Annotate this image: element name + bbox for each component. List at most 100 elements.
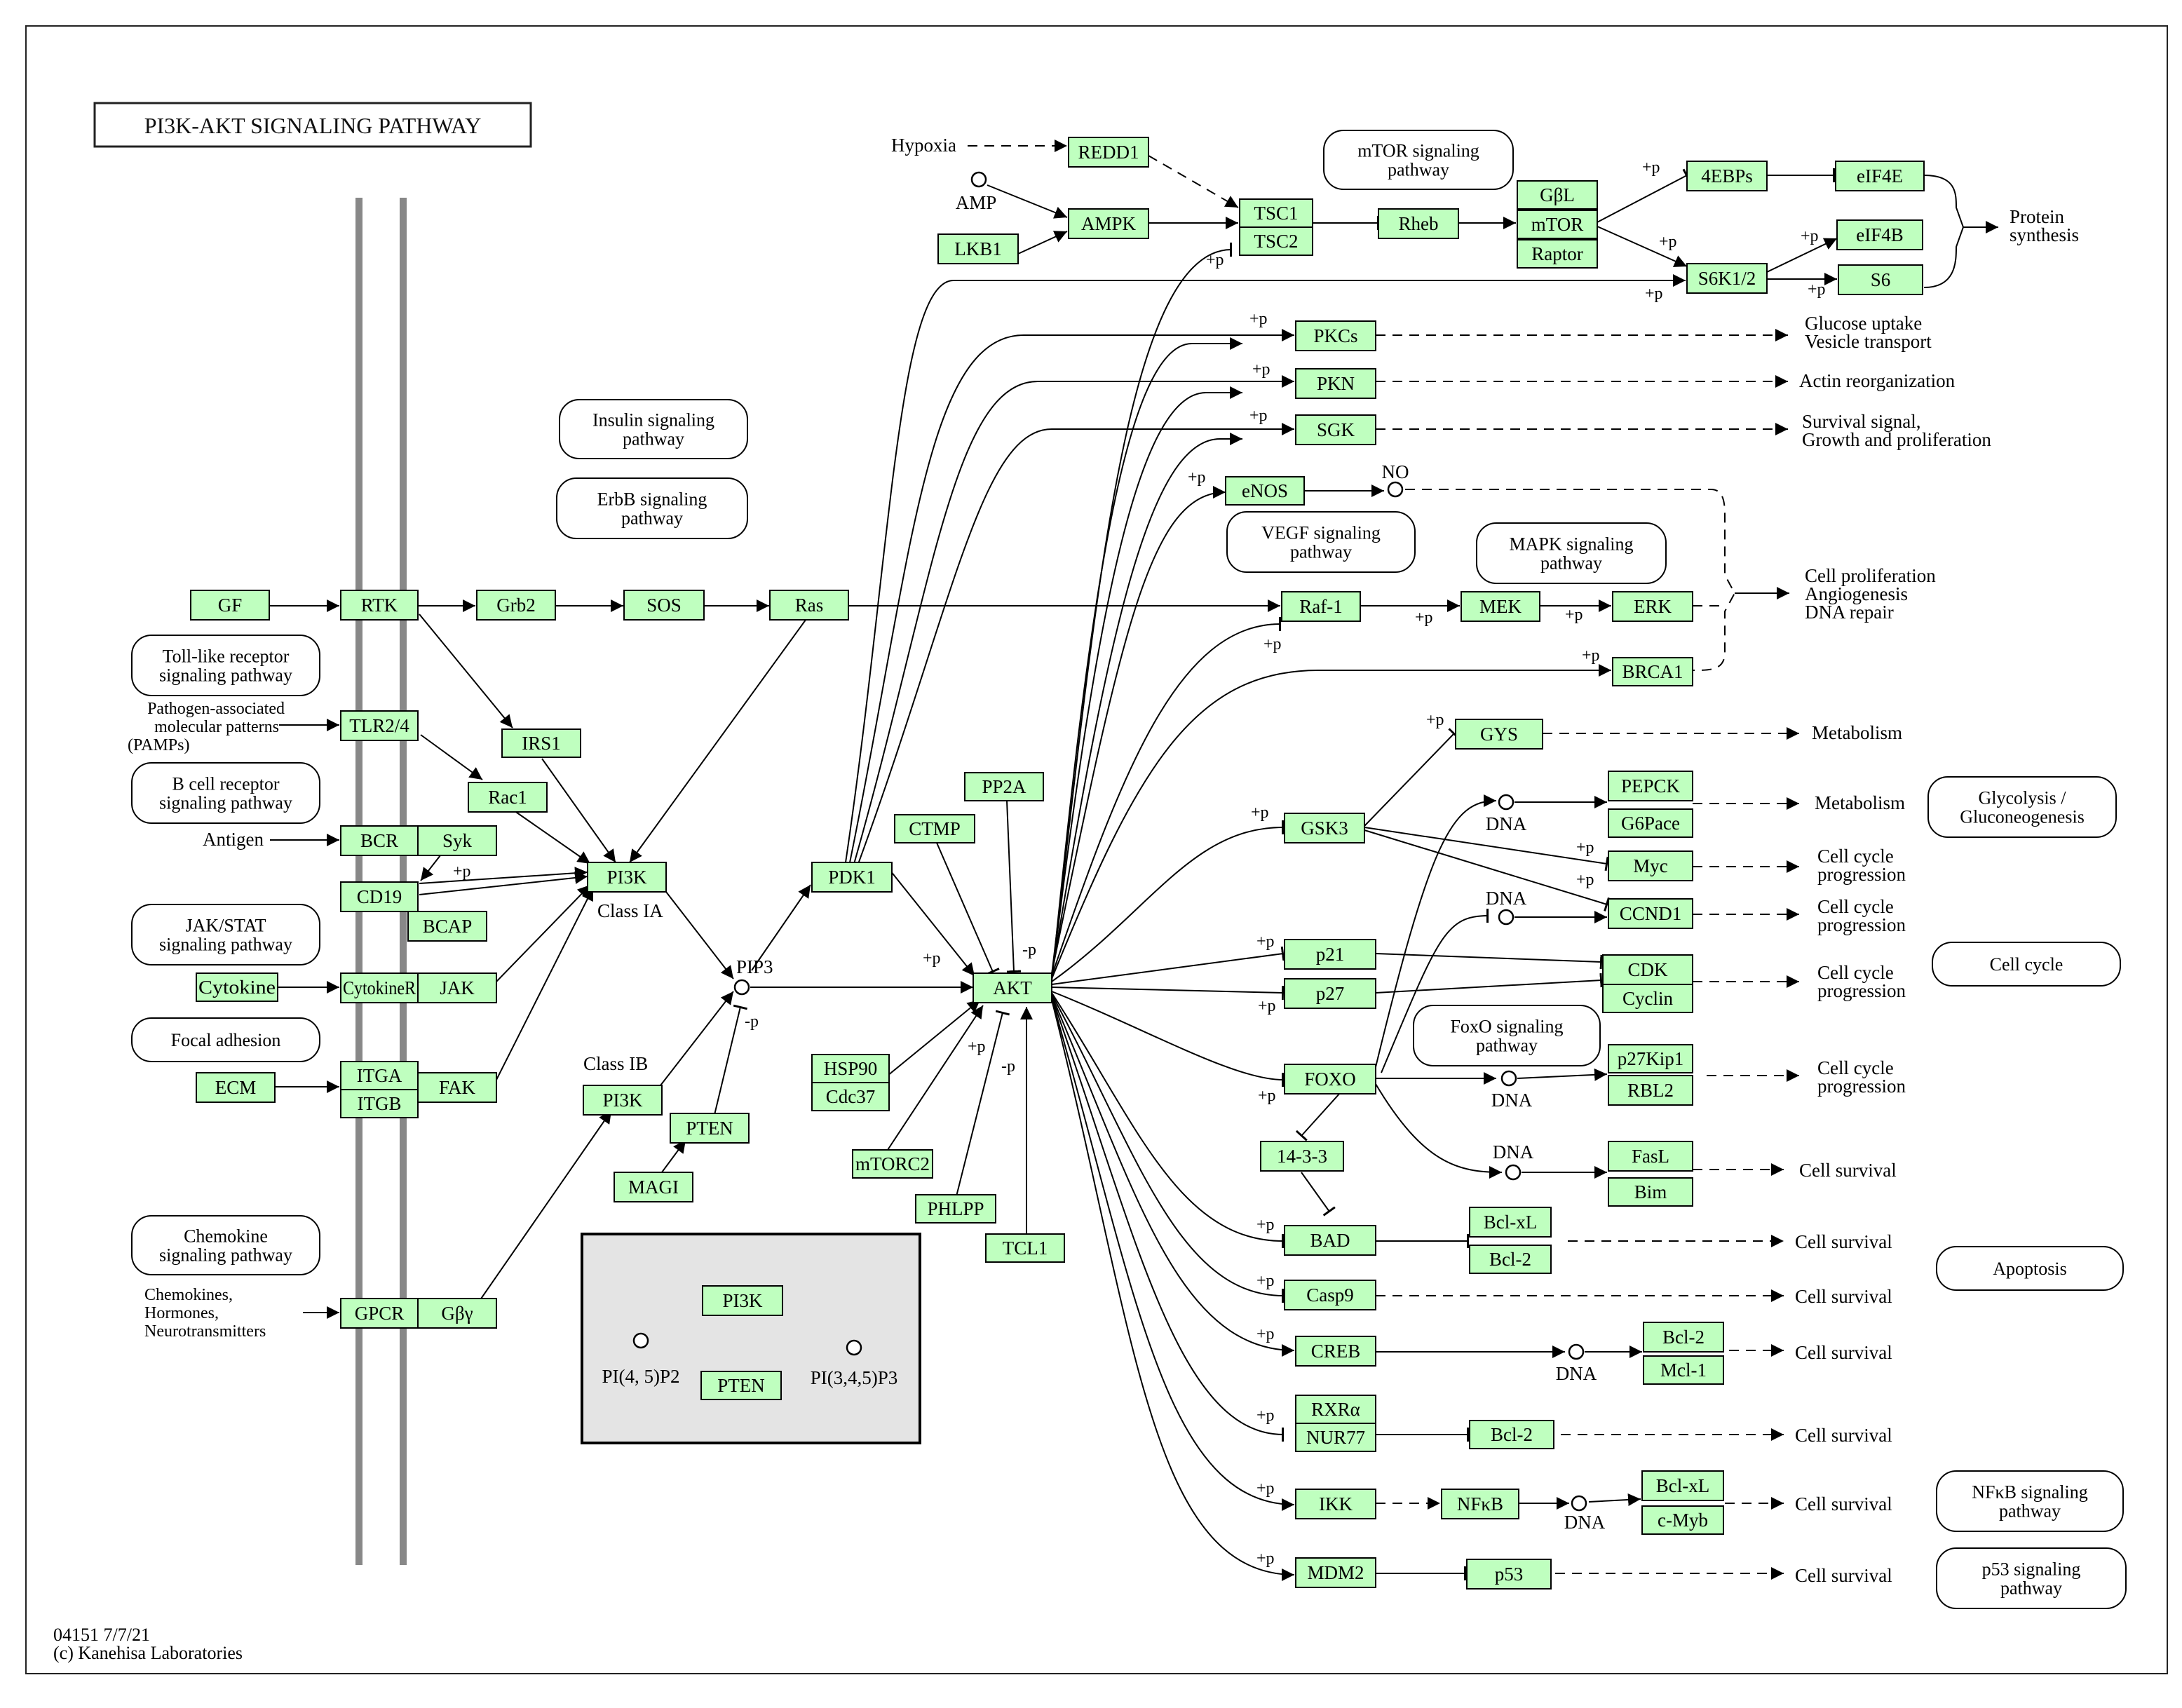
gene-magi[interactable]: MAGI [614,1172,693,1202]
gene-gbl[interactable]: GβL [1517,180,1598,210]
gene-bad[interactable]: BAD [1284,1225,1376,1256]
gene-mek[interactable]: MEK [1461,591,1540,622]
gene-4ebps[interactable]: 4EBPs [1686,161,1768,191]
gene-bcl21[interactable]: Bcl-2 [1469,1245,1552,1274]
gene-ccnd1[interactable]: CCND1 [1608,898,1693,929]
gene-ecm[interactable]: ECM [196,1072,276,1103]
gene-p21[interactable]: p21 [1284,939,1376,970]
gene-hsp90[interactable]: HSP90 [811,1054,890,1083]
gene-raf1[interactable]: Raf-1 [1281,591,1361,622]
gene-bcl23[interactable]: Bcl-2 [1469,1420,1554,1449]
gene-gpcr[interactable]: GPCR [340,1298,419,1329]
gene-raptor[interactable]: Raptor [1517,239,1598,269]
gene-sgk[interactable]: SGK [1295,414,1376,445]
gene-gby[interactable]: Gβγ [417,1298,497,1329]
gene-sos[interactable]: SOS [623,590,705,621]
gene-pkn[interactable]: PKN [1295,368,1376,399]
gene-s6[interactable]: S6 [1838,264,1923,295]
gene-pepck[interactable]: PEPCK [1608,771,1693,801]
gene-erk[interactable]: ERK [1612,591,1693,622]
gene-gf[interactable]: GF [190,590,270,621]
gene-itgb[interactable]: ITGB [340,1089,419,1118]
gene-tsc2[interactable]: TSC2 [1239,226,1313,256]
gene-pten1[interactable]: PTEN [670,1113,750,1144]
gene-p27kip1[interactable]: p27Kip1 [1608,1044,1693,1073]
gene-foxo[interactable]: FOXO [1284,1064,1376,1094]
gene-s6k12[interactable]: S6K1/2 [1686,263,1768,294]
gene-pp2a[interactable]: PP2A [964,772,1044,801]
gene-fasl[interactable]: FasL [1608,1141,1693,1172]
gene-mcl1[interactable]: Mcl-1 [1643,1355,1724,1385]
gene-eif4e[interactable]: eIF4E [1835,161,1925,191]
gene-mdm2[interactable]: MDM2 [1295,1557,1376,1588]
gene-1433[interactable]: 14-3-3 [1260,1141,1344,1172]
gene-fak[interactable]: FAK [417,1072,497,1103]
gene-pi3k1[interactable]: PI3K [587,862,667,893]
gene-tcl1[interactable]: TCL1 [985,1233,1065,1263]
gene-ampk[interactable]: AMPK [1068,208,1149,239]
gene-p53[interactable]: p53 [1466,1559,1552,1590]
pathway-link-apoptosis[interactable]: Apoptosis [1936,1246,2124,1291]
gene-cdc37[interactable]: Cdc37 [811,1082,890,1111]
gene-syk[interactable]: Syk [417,825,497,856]
gene-pi3k3[interactable]: PI3K [702,1285,783,1316]
gene-bclxl1[interactable]: Bcl-xL [1469,1207,1552,1238]
gene-cytokine[interactable]: Cytokine [196,972,278,1002]
gene-bclxl2[interactable]: Bcl-xL [1641,1470,1724,1501]
gene-akt[interactable]: AKT [973,972,1052,1003]
gene-tlr24[interactable]: TLR2/4 [340,710,419,741]
gene-irs1[interactable]: IRS1 [501,728,581,758]
gene-rtk[interactable]: RTK [340,590,419,621]
gene-ctmp[interactable]: CTMP [894,814,975,843]
gene-rheb[interactable]: Rheb [1378,208,1459,239]
gene-lkb1[interactable]: LKB1 [937,233,1019,264]
gene-cdk[interactable]: CDK [1602,954,1693,985]
gene-bim[interactable]: Bim [1608,1177,1693,1207]
gene-creb[interactable]: CREB [1295,1336,1376,1367]
pathway-link-glyco[interactable]: Glycolysis /Gluconeogenesis [1927,776,2117,838]
pathway-link-cellcycle[interactable]: Cell cycle [1932,942,2121,987]
gene-mtor[interactable]: mTOR [1517,210,1598,239]
gene-ikk[interactable]: IKK [1295,1489,1376,1519]
gene-rxra[interactable]: RXRα [1295,1395,1376,1424]
gene-redd1[interactable]: REDD1 [1068,137,1149,168]
gene-grb2[interactable]: Grb2 [476,590,556,621]
pathway-link-focal[interactable]: Focal adhesion [131,1017,320,1062]
gene-pten2[interactable]: PTEN [700,1371,782,1400]
gene-enos[interactable]: eNOS [1225,476,1305,506]
gene-pi3k2[interactable]: PI3K [583,1085,663,1116]
gene-pkcs[interactable]: PKCs [1295,320,1376,351]
gene-nfkb[interactable]: NFκB [1441,1489,1519,1519]
gene-g6pace[interactable]: G6Pace [1608,808,1693,838]
gene-myc[interactable]: Myc [1608,850,1693,881]
gene-bcl22[interactable]: Bcl-2 [1643,1322,1724,1353]
gene-gsk3[interactable]: GSK3 [1284,813,1365,843]
gene-mtorc2[interactable]: mTORC2 [852,1149,933,1179]
gene-rbl2[interactable]: RBL2 [1608,1075,1693,1106]
gene-eif4b[interactable]: eIF4B [1836,219,1923,250]
gene-casp9[interactable]: Casp9 [1284,1280,1376,1310]
gene-cytokiner[interactable]: CytokineR [340,972,419,1003]
gene-cyclin[interactable]: Cyclin [1602,984,1693,1013]
gene-nur77[interactable]: NUR77 [1295,1423,1376,1452]
gene-cmyb[interactable]: c-Myb [1641,1505,1724,1535]
gene-gys[interactable]: GYS [1455,719,1543,750]
gene-cd19[interactable]: CD19 [340,881,419,912]
gene-p27[interactable]: p27 [1284,978,1376,1009]
gene-tsc1[interactable]: TSC1 [1239,198,1313,228]
gene-ras[interactable]: Ras [769,590,849,621]
gene-phlpp[interactable]: PHLPP [915,1194,996,1224]
gene-rac1[interactable]: Rac1 [468,782,548,813]
